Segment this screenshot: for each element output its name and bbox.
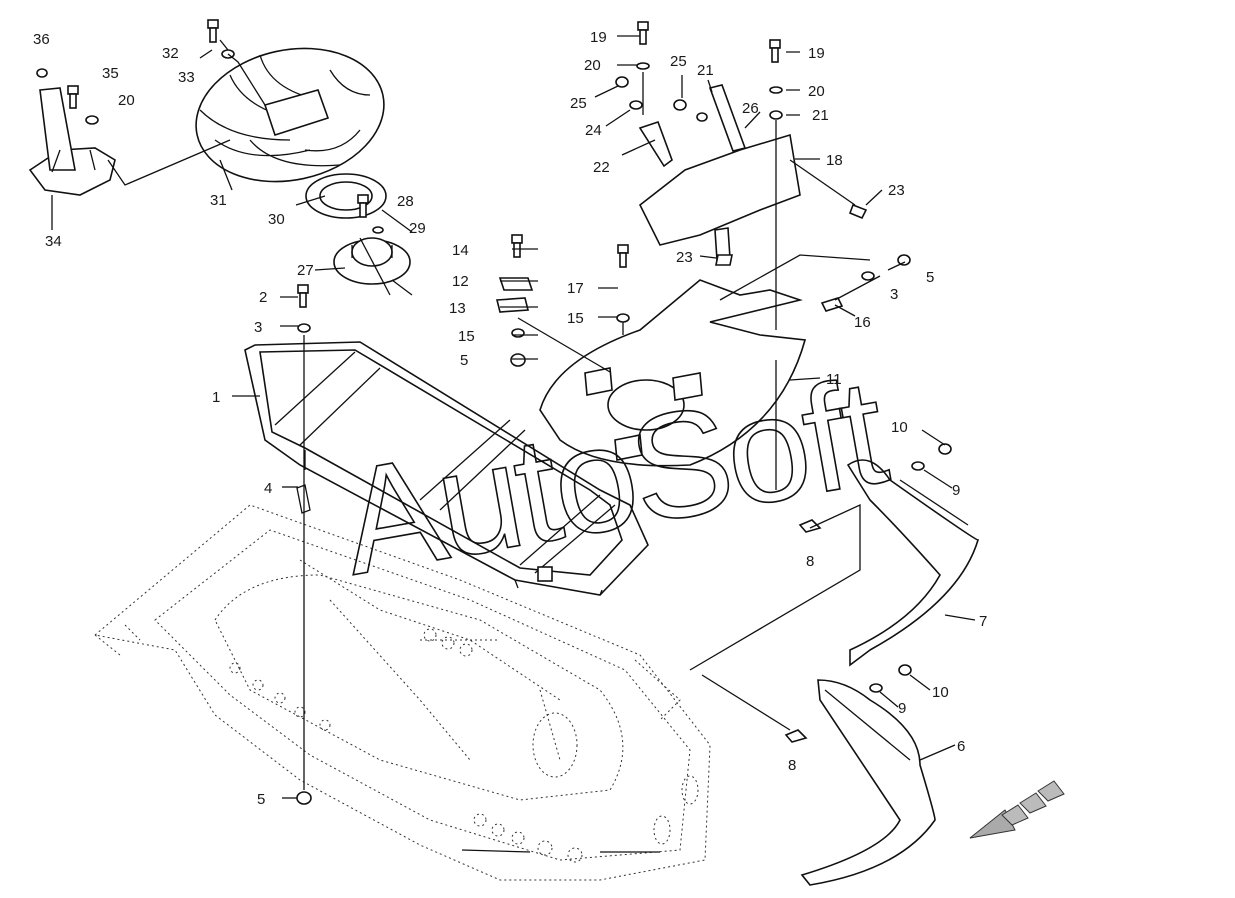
callout-16: 16 — [854, 314, 871, 331]
callout-24: 24 — [585, 122, 602, 139]
callout-33: 33 — [178, 69, 195, 86]
direction-arrow-icon — [969, 780, 1065, 839]
callout-21-right: 21 — [812, 107, 829, 124]
leader-lines — [51, 35, 976, 853]
callout-14: 14 — [452, 242, 469, 259]
callout-34: 34 — [45, 233, 62, 250]
callout-3-left: 3 — [254, 319, 262, 336]
cover-plate — [539, 279, 807, 467]
callout-29: 29 — [409, 220, 426, 237]
callout-36: 36 — [33, 31, 50, 48]
gearbox-mount — [28, 87, 116, 196]
callout-20-right: 20 — [808, 83, 825, 100]
callout-15: 15 — [458, 328, 475, 345]
callout-19-right: 19 — [808, 45, 825, 62]
callout-25-right: 25 — [670, 53, 687, 70]
callout-2: 2 — [259, 289, 267, 306]
callout-27: 27 — [297, 262, 314, 279]
callout-5-bottom: 5 — [257, 791, 265, 808]
callout-10: 10 — [891, 419, 908, 436]
callout-30: 30 — [268, 211, 285, 228]
callout-23: 23 — [888, 182, 905, 199]
callout-23-lower: 23 — [676, 249, 693, 266]
callout-13: 13 — [449, 300, 466, 317]
callout-32: 32 — [162, 45, 179, 62]
support-frame — [244, 341, 649, 596]
callout-8-lower: 8 — [788, 757, 796, 774]
callout-25: 25 — [570, 95, 587, 112]
callout-35: 35 — [102, 65, 119, 82]
callout-19: 19 — [590, 29, 607, 46]
callout-8: 8 — [806, 553, 814, 570]
scoop-7 — [846, 459, 980, 667]
chassis-frame — [93, 504, 711, 881]
part-callouts: 36 35 20 32 33 31 34 28 30 29 27 19 20 2… — [33, 29, 987, 808]
callout-21: 21 — [697, 62, 714, 79]
fan-disc — [195, 47, 385, 183]
callout-17: 17 — [567, 280, 584, 297]
fasteners — [36, 19, 952, 805]
callout-31: 31 — [210, 192, 227, 209]
callout-5: 5 — [460, 352, 468, 369]
callout-11: 11 — [826, 371, 842, 388]
callout-20: 20 — [118, 92, 135, 109]
callout-6: 6 — [957, 738, 965, 755]
scoop-6 — [800, 679, 936, 886]
callout-20-top: 20 — [584, 57, 601, 74]
callout-4: 4 — [264, 480, 272, 497]
callout-9: 9 — [952, 482, 960, 499]
callout-3: 3 — [890, 286, 898, 303]
callout-12: 12 — [452, 273, 469, 290]
fan-hub — [305, 173, 411, 285]
callout-7: 7 — [979, 613, 987, 630]
callout-28: 28 — [397, 193, 414, 210]
callout-18: 18 — [826, 152, 843, 169]
top-plate — [638, 84, 801, 261]
callout-22: 22 — [593, 159, 610, 176]
callout-26: 26 — [742, 100, 759, 117]
callout-10-lower: 10 — [932, 684, 949, 701]
callout-9-lower: 9 — [898, 700, 906, 717]
callout-1: 1 — [212, 389, 220, 406]
callout-15-right: 15 — [567, 310, 584, 327]
callout-5-right: 5 — [926, 269, 934, 286]
